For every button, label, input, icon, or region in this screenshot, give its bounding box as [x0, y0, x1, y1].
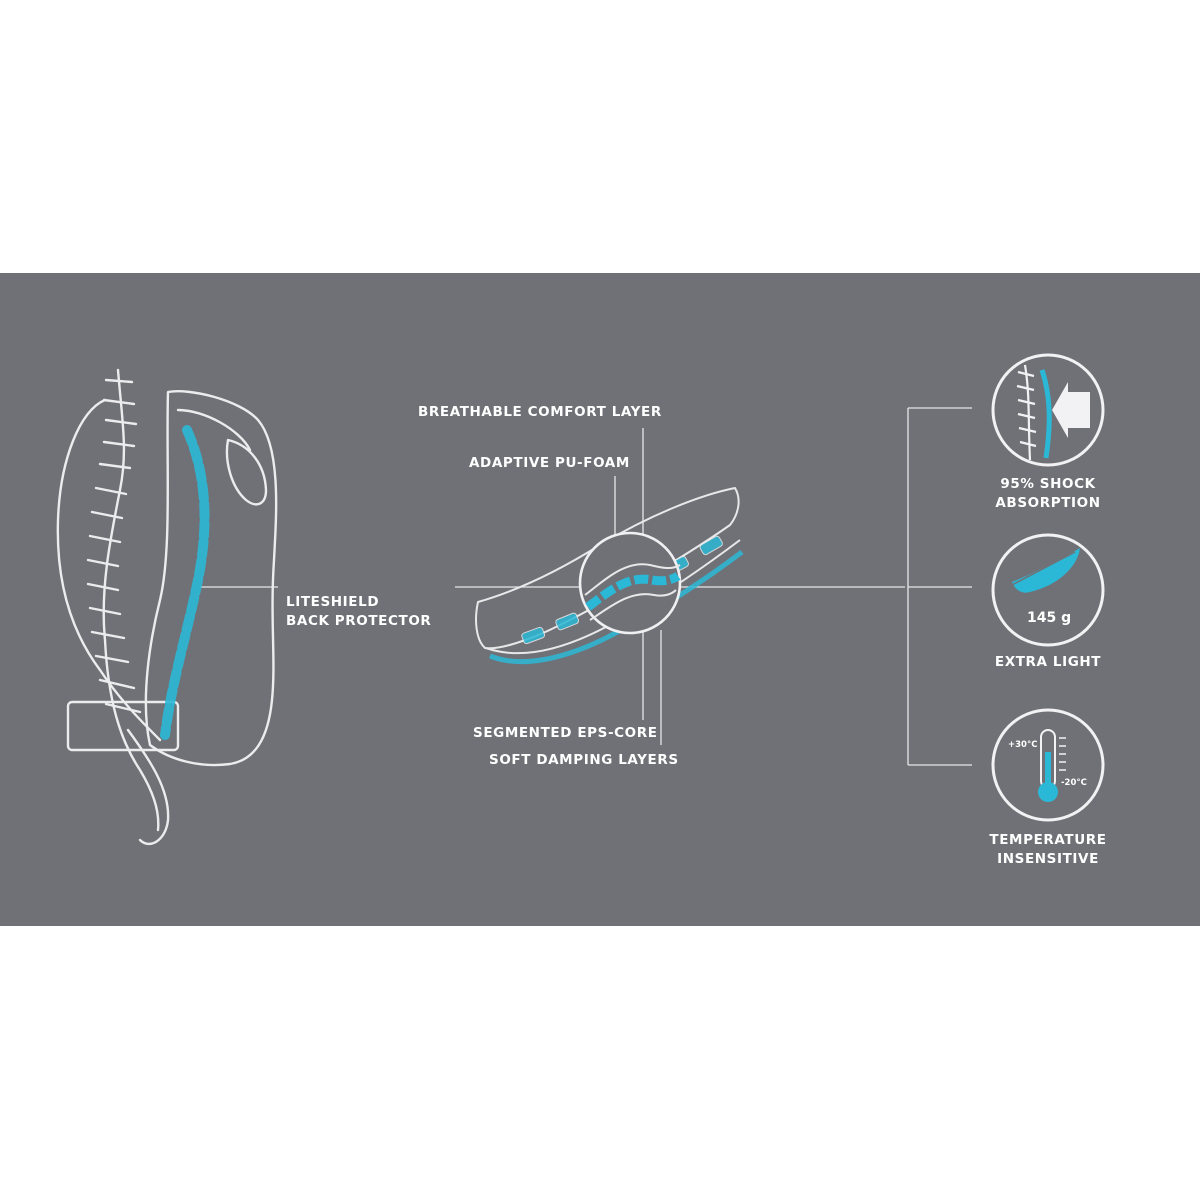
protector-pad: [225, 438, 268, 506]
temperature-insensitive-label: TEMPERATURE INSENSITIVE: [968, 831, 1128, 869]
blue-core: [160, 425, 210, 740]
shock-absorption-label-line1: 95% SHOCK: [1000, 476, 1096, 492]
spine-shock-icon: [1016, 364, 1090, 461]
shock-absorption-label-line2: ABSORPTION: [995, 495, 1101, 511]
shock-absorption-label: 95% SHOCK ABSORPTION: [968, 475, 1128, 513]
extra-light-label: EXTRA LIGHT: [994, 654, 1102, 670]
waist-belt: [66, 700, 180, 752]
protector-shell: [144, 390, 278, 767]
breathable-comfort-layer-label: BREATHABLE COMFORT LAYER: [418, 404, 662, 420]
torso-outline: [56, 398, 162, 742]
shock-absorption-icon-group: [991, 353, 1105, 467]
temperature-icon-group: [991, 708, 1105, 822]
back-protector-label-line2: BACK PROTECTOR: [286, 613, 432, 629]
foam-lower-surface: [489, 550, 744, 665]
back-protector-label-line1: LITESHIELD: [286, 594, 380, 610]
temp-low-label: -20°C: [1061, 778, 1087, 788]
extra-light-icon-group: [991, 533, 1105, 647]
weight-value: 145 g: [1027, 610, 1072, 626]
temperature-insensitive-label-line1: TEMPERATURE: [989, 832, 1107, 848]
temperature-insensitive-label-line2: INSENSITIVE: [997, 851, 1099, 867]
temp-high-label: +30°C: [1008, 740, 1038, 750]
foam-cross-section-illustration: [475, 487, 744, 665]
feather-icon: [1009, 548, 1080, 593]
back-protector-illustration: [56, 368, 278, 846]
adaptive-pu-foam-label: ADAPTIVE PU-FOAM: [469, 455, 630, 471]
segmented-eps-core-label: SEGMENTED EPS-CORE: [473, 725, 658, 741]
back-protector-label: LITESHIELD BACK PROTECTOR: [286, 593, 431, 631]
thermometer-icon: [1038, 729, 1066, 802]
spine-column: [102, 368, 160, 832]
foam-middle-surface: [485, 539, 741, 655]
pelvis: [126, 728, 170, 846]
soft-damping-layers-label: SOFT DAMPING LAYERS: [489, 752, 679, 768]
protector-inner: [176, 408, 252, 452]
